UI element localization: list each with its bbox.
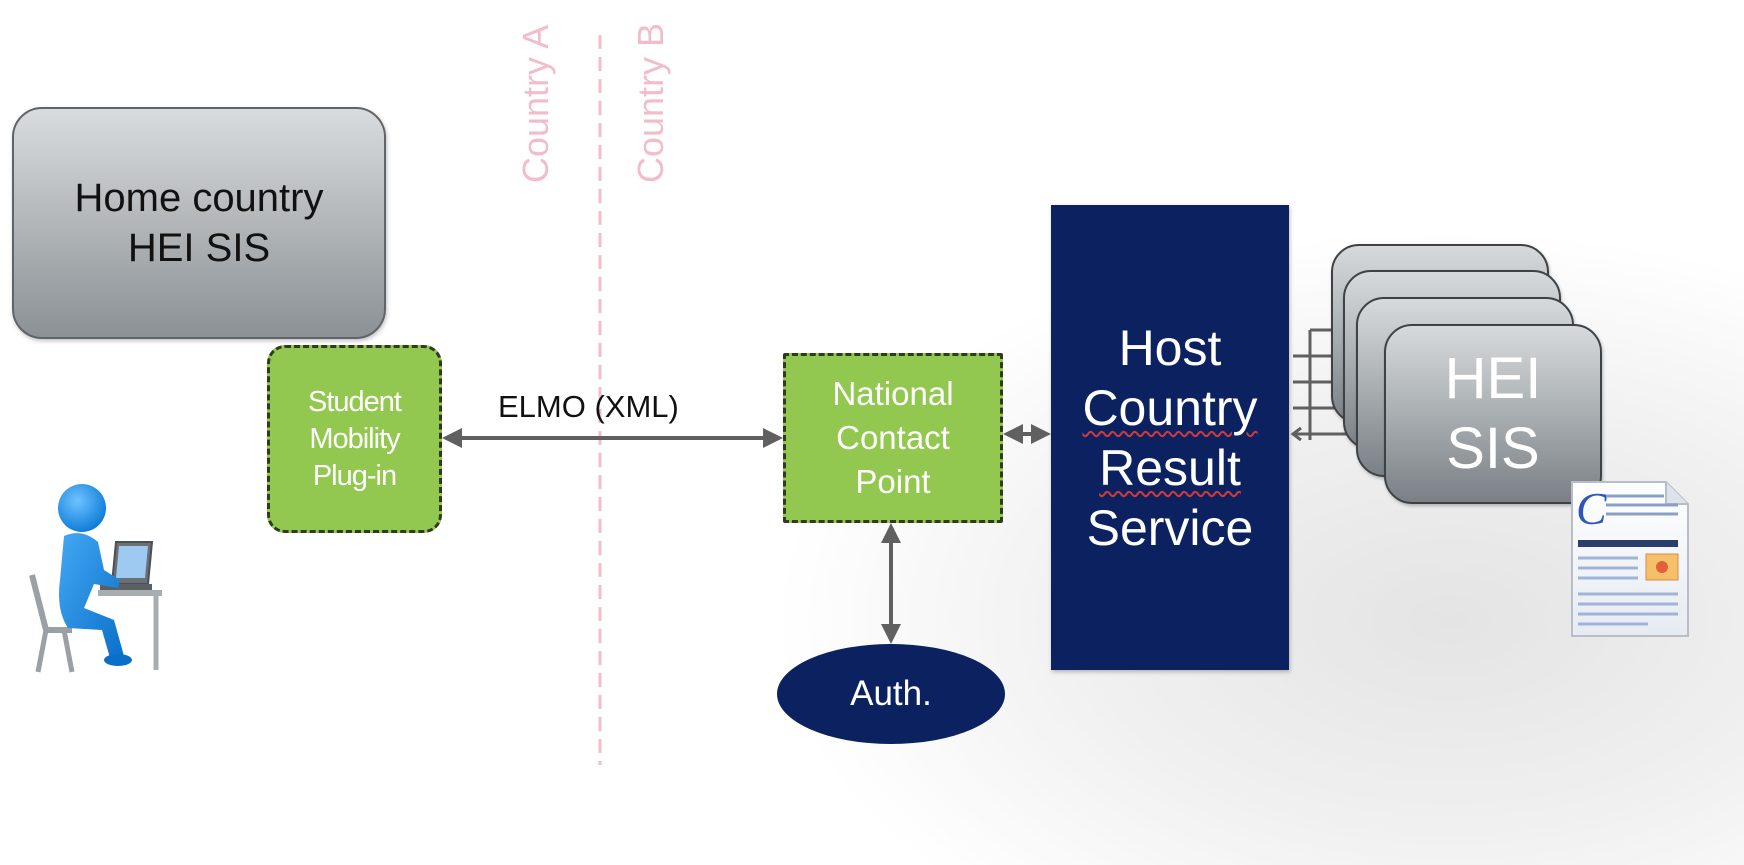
host-line1: Host (1118, 319, 1222, 376)
country-a-label: Country A (515, 24, 556, 183)
elmo-xml-label: ELMO (XML) (498, 389, 679, 424)
student-mobility-plugin-box: Student Mobility Plug-in (267, 345, 442, 533)
plugin-line3: Plug-in (312, 459, 397, 492)
plugin-line1: Student (308, 385, 402, 418)
ncp-line2: Contact (836, 419, 950, 456)
plugin-line2: Mobility (309, 422, 400, 455)
home-sis-line1: Home country (74, 176, 324, 220)
country-b-label: Country B (630, 22, 671, 183)
auth-label: Auth. (850, 674, 932, 713)
svg-text:C: C (1576, 483, 1608, 534)
ncp-line3: Point (855, 463, 931, 500)
document-icon: C (1571, 481, 1689, 637)
home-sis-line2: HEI SIS (127, 226, 271, 270)
auth-ellipse: Auth. (777, 644, 1005, 744)
ncp-line1: National (832, 375, 954, 412)
home-country-hei-sis-box: Home country HEI SIS (12, 107, 386, 339)
host-line4: Service (1086, 499, 1254, 556)
hei-sis-line1: HEI (1444, 346, 1542, 411)
hei-sis-line2: SIS (1446, 416, 1540, 481)
host-country-result-service-box: Host Country Result Service (1051, 205, 1289, 670)
host-line3: Result (1099, 439, 1241, 496)
hei-sis-card-front: HEI SIS (1384, 324, 1602, 504)
national-contact-point-box: National Contact Point (783, 353, 1003, 523)
person-at-laptop-icon (29, 484, 162, 673)
host-line2: Country (1082, 379, 1258, 436)
